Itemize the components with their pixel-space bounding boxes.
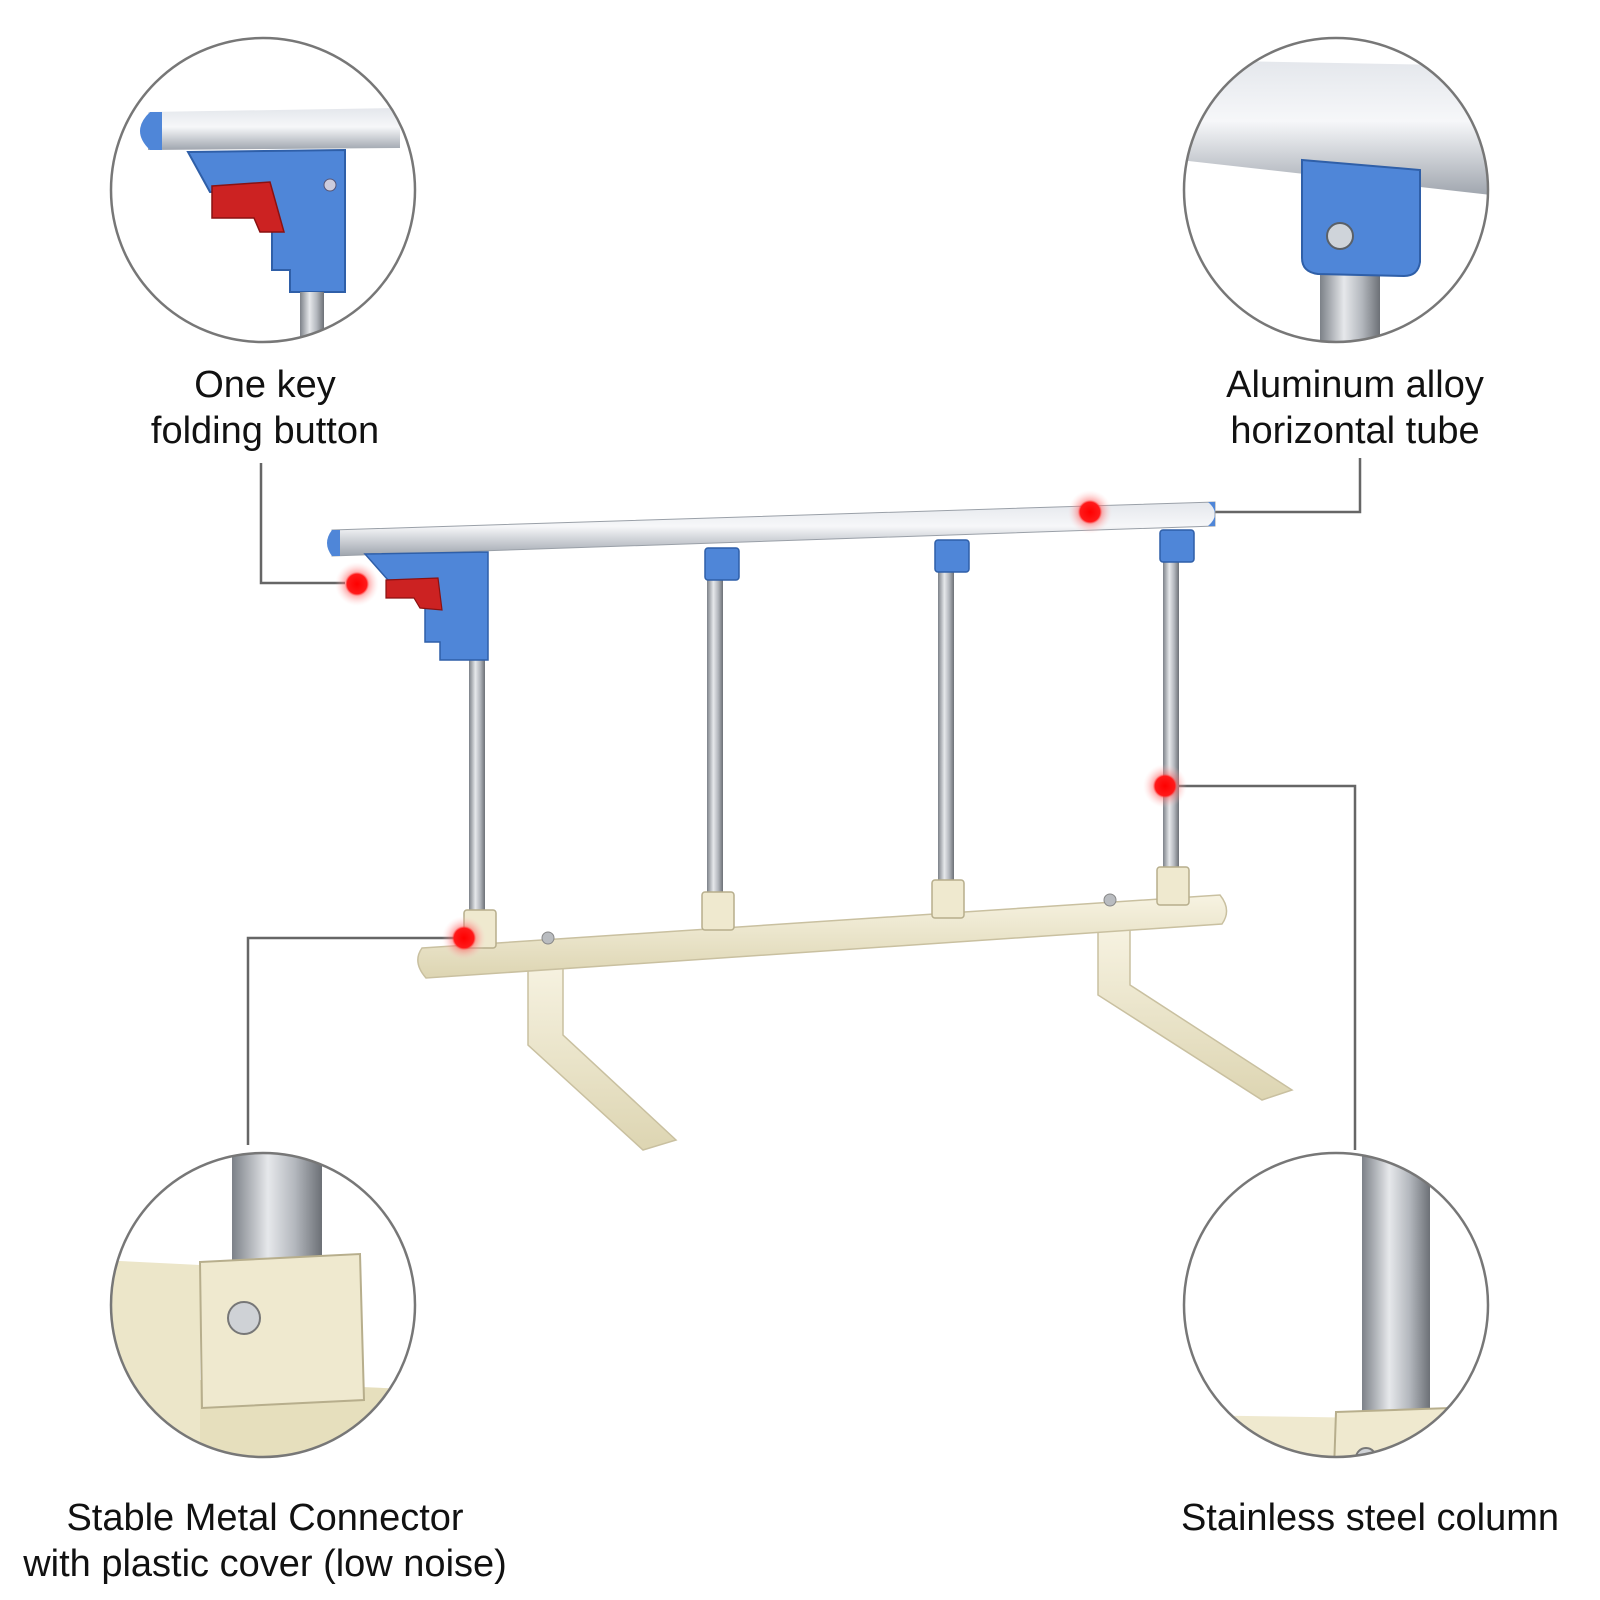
callout-steel-column: Stainless steel column — [1170, 1495, 1570, 1541]
steel-columns — [469, 555, 1179, 915]
red-dot-markers — [335, 490, 1187, 960]
callout-metal-connector-line2: with plastic cover (low noise) — [23, 1543, 507, 1585]
callout-folding-button-line1: One key — [194, 364, 336, 406]
detail-circle-aluminum-tube — [1182, 36, 1490, 344]
red-folding-button — [385, 577, 443, 611]
callout-aluminum-tube: Aluminum alloy horizontal tube — [1210, 362, 1500, 454]
detail-circle-folding-button — [109, 36, 417, 344]
callout-folding-button-line2: folding button — [150, 410, 380, 452]
detail-circle-connector — [109, 1151, 417, 1459]
bed-rail-product — [327, 501, 1294, 1151]
aluminum-top-tube — [327, 501, 1216, 557]
callout-metal-connector: Stable Metal Connector with plastic cove… — [10, 1495, 520, 1587]
left-foot — [527, 959, 678, 1151]
marker-connector — [442, 916, 486, 960]
right-foot — [1097, 924, 1294, 1101]
marker-top-tube — [1068, 490, 1112, 534]
callout-aluminum-tube-line2: horizontal tube — [1230, 410, 1480, 452]
callout-metal-connector-line1: Stable Metal Connector — [66, 1497, 464, 1539]
callout-aluminum-tube-line1: Aluminum alloy — [1226, 364, 1484, 406]
detail-circle-steel-column — [1182, 1151, 1490, 1459]
marker-column — [1143, 764, 1187, 808]
marker-folding-button — [335, 562, 379, 606]
callout-steel-column-line1: Stainless steel column — [1180, 1497, 1560, 1539]
callout-folding-button: One key folding button — [140, 362, 390, 454]
base-bar — [417, 893, 1228, 979]
